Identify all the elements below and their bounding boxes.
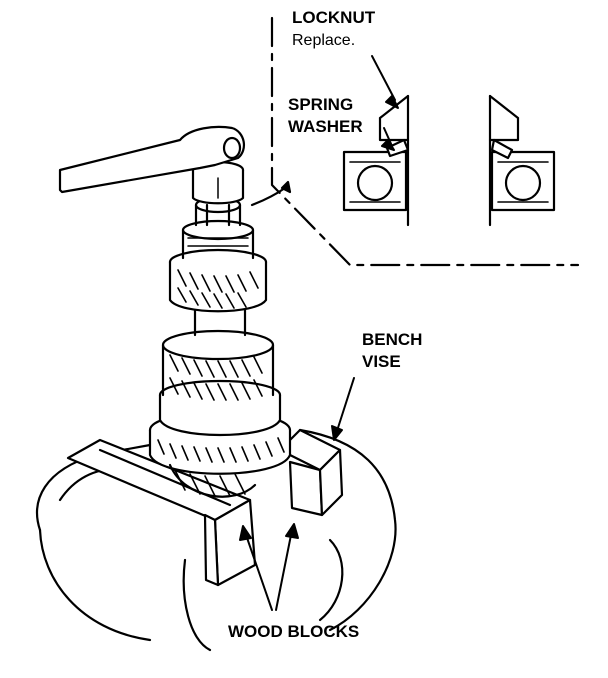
wood-block-left (66, 438, 257, 587)
wood-block-right (278, 428, 344, 517)
leader-lines (239, 55, 399, 611)
spring-label: SPRING (288, 95, 354, 114)
wood-blocks-label: WOOD BLOCKS (228, 622, 360, 641)
mainshaft-gear-stack (148, 160, 292, 498)
washer-label: WASHER (288, 117, 363, 136)
vise-label: VISE (362, 352, 401, 371)
bench-label: BENCH (362, 330, 423, 349)
locknut-label: LOCKNUT (292, 8, 376, 27)
locknut-note: Replace. (292, 32, 356, 49)
detail-inset (250, 16, 580, 267)
wrench-handle (58, 125, 246, 194)
